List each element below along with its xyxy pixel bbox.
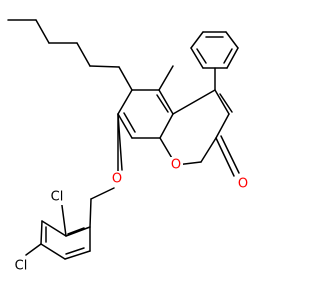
benzyloxy-linker [90, 113, 123, 200]
hexyl-chain [7, 19, 133, 91]
ether-oxygen-label: O [112, 172, 122, 187]
pyranone-ring [159, 89, 233, 166]
atom-labels: O O O Cl Cl [11, 157, 250, 274]
structure-drawing: O O O Cl Cl [7, 19, 250, 274]
carbonyl-oxygen-label: O [238, 177, 248, 192]
benzo-ring [117, 65, 174, 139]
carbonyl-bond [215, 135, 240, 177]
dichlorophenyl-ring [25, 197, 92, 260]
chlorine-top-label: Cl [51, 190, 64, 205]
phenyl-ring [190, 31, 239, 69]
molecule-diagram: O O O Cl Cl [7, 19, 250, 274]
ring-oxygen-label: O [171, 158, 181, 173]
chlorine-bottom-label: Cl [15, 259, 28, 274]
